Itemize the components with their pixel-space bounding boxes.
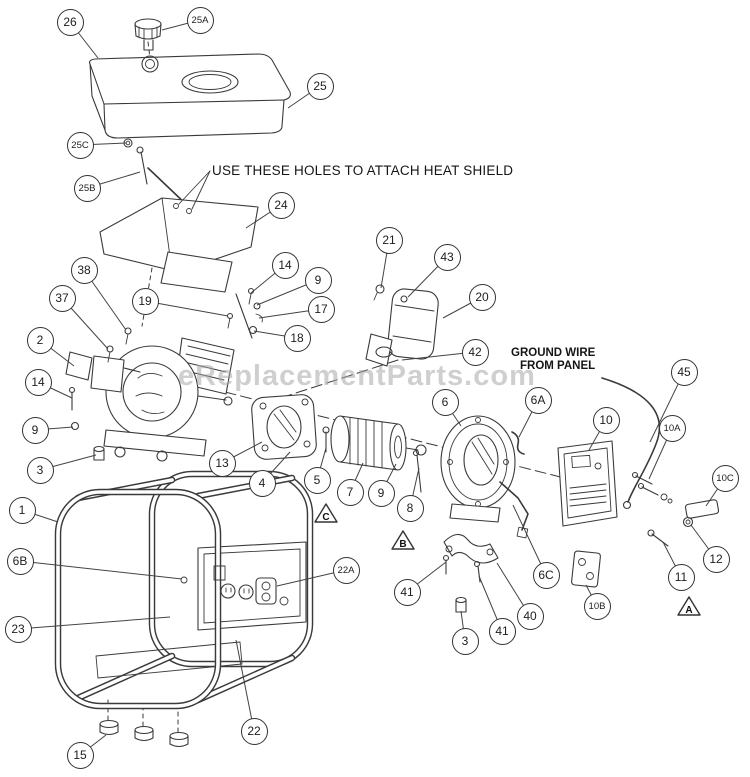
- callout-25C[interactable]: 25C: [66, 131, 94, 159]
- callout-37[interactable]: 37: [48, 284, 76, 312]
- ground-wire-note-line2: FROM PANEL: [520, 360, 596, 372]
- muffler: [365, 284, 439, 367]
- callout-5[interactable]: 5: [303, 466, 331, 494]
- callout-9[interactable]: 9: [367, 479, 395, 507]
- callout-6[interactable]: 6: [431, 388, 459, 416]
- leader-line-23: [17, 616, 171, 630]
- rubber-feet: [99, 719, 189, 748]
- callout-6B[interactable]: 6B: [6, 547, 34, 575]
- warning-triangle-A: [677, 596, 701, 616]
- callout-10C[interactable]: 10C: [711, 464, 739, 492]
- warning-triangle-label-C: C: [322, 512, 329, 523]
- callout-10B[interactable]: 10B: [583, 592, 611, 620]
- leader-line-22: [235, 639, 255, 732]
- callout-15[interactable]: 15: [66, 741, 94, 769]
- callout-6C[interactable]: 6C: [532, 561, 560, 589]
- frame: [54, 470, 314, 710]
- callout-41[interactable]: 41: [488, 617, 516, 645]
- callout-1[interactable]: 1: [8, 496, 36, 524]
- rear-panel: [557, 440, 618, 527]
- callout-18[interactable]: 18: [283, 324, 311, 352]
- callout-20[interactable]: 20: [468, 283, 496, 311]
- callout-21[interactable]: 21: [375, 226, 403, 254]
- callout-6A[interactable]: 6A: [524, 386, 552, 414]
- callout-43[interactable]: 43: [433, 243, 461, 271]
- callout-8[interactable]: 8: [396, 494, 424, 522]
- callout-10A[interactable]: 10A: [658, 414, 686, 442]
- callout-3[interactable]: 3: [451, 627, 479, 655]
- warning-triangle-label-B: B: [399, 539, 406, 550]
- control-panel: [213, 565, 289, 606]
- callout-19[interactable]: 19: [131, 287, 159, 315]
- engine: [65, 327, 235, 462]
- callout-4[interactable]: 4: [248, 469, 276, 497]
- bracket-set: [442, 533, 499, 613]
- fastener-cluster: [226, 287, 263, 339]
- callout-38[interactable]: 38: [70, 256, 98, 284]
- ground-wire-note: GROUND WIRE FROM PANEL: [511, 347, 595, 373]
- fuel-tank: [89, 53, 291, 209]
- callout-14[interactable]: 14: [271, 251, 299, 279]
- callout-12[interactable]: 12: [702, 545, 730, 573]
- callout-13[interactable]: 13: [208, 449, 236, 477]
- callout-14[interactable]: 14: [24, 368, 52, 396]
- callout-10[interactable]: 10: [592, 406, 620, 434]
- callout-25A[interactable]: 25A: [186, 6, 214, 34]
- callout-23[interactable]: 23: [4, 615, 32, 643]
- warning-triangle-label-A: A: [685, 605, 692, 616]
- heat-shield: [99, 197, 259, 293]
- ground-wire-note-line1: GROUND WIRE: [511, 347, 596, 359]
- leader-line-6B: [19, 560, 183, 580]
- fuel-cap: [134, 18, 162, 51]
- callout-9[interactable]: 9: [304, 266, 332, 294]
- callout-42[interactable]: 42: [461, 338, 489, 366]
- ground-wire: [601, 377, 661, 510]
- callout-25[interactable]: 25: [306, 72, 334, 100]
- callout-25B[interactable]: 25B: [73, 174, 101, 202]
- warning-triangle-B: [391, 530, 415, 550]
- callout-9[interactable]: 9: [21, 416, 49, 444]
- stator-rotor: [330, 415, 427, 493]
- callout-26[interactable]: 26: [56, 8, 84, 36]
- heat-shield-note: USE THESE HOLES TO ATTACH HEAT SHIELD: [212, 163, 514, 178]
- callout-22[interactable]: 22: [240, 717, 268, 745]
- callout-24[interactable]: 24: [267, 191, 295, 219]
- callout-17[interactable]: 17: [307, 295, 335, 323]
- adapter-plate: [251, 394, 330, 460]
- note-leader-lines: [178, 170, 211, 210]
- leader-line-19: [144, 300, 229, 317]
- generator-housing: [440, 415, 529, 539]
- callout-2[interactable]: 2: [26, 326, 54, 354]
- callout-45[interactable]: 45: [670, 358, 698, 386]
- warning-triangle-C: [314, 503, 338, 523]
- callout-11[interactable]: 11: [667, 563, 695, 591]
- callout-41[interactable]: 41: [393, 578, 421, 606]
- callout-40[interactable]: 40: [516, 602, 544, 630]
- callout-22A[interactable]: 22A: [332, 556, 360, 584]
- callout-7[interactable]: 7: [336, 478, 364, 506]
- panel-hardware: [571, 471, 720, 588]
- callout-3[interactable]: 3: [26, 456, 54, 484]
